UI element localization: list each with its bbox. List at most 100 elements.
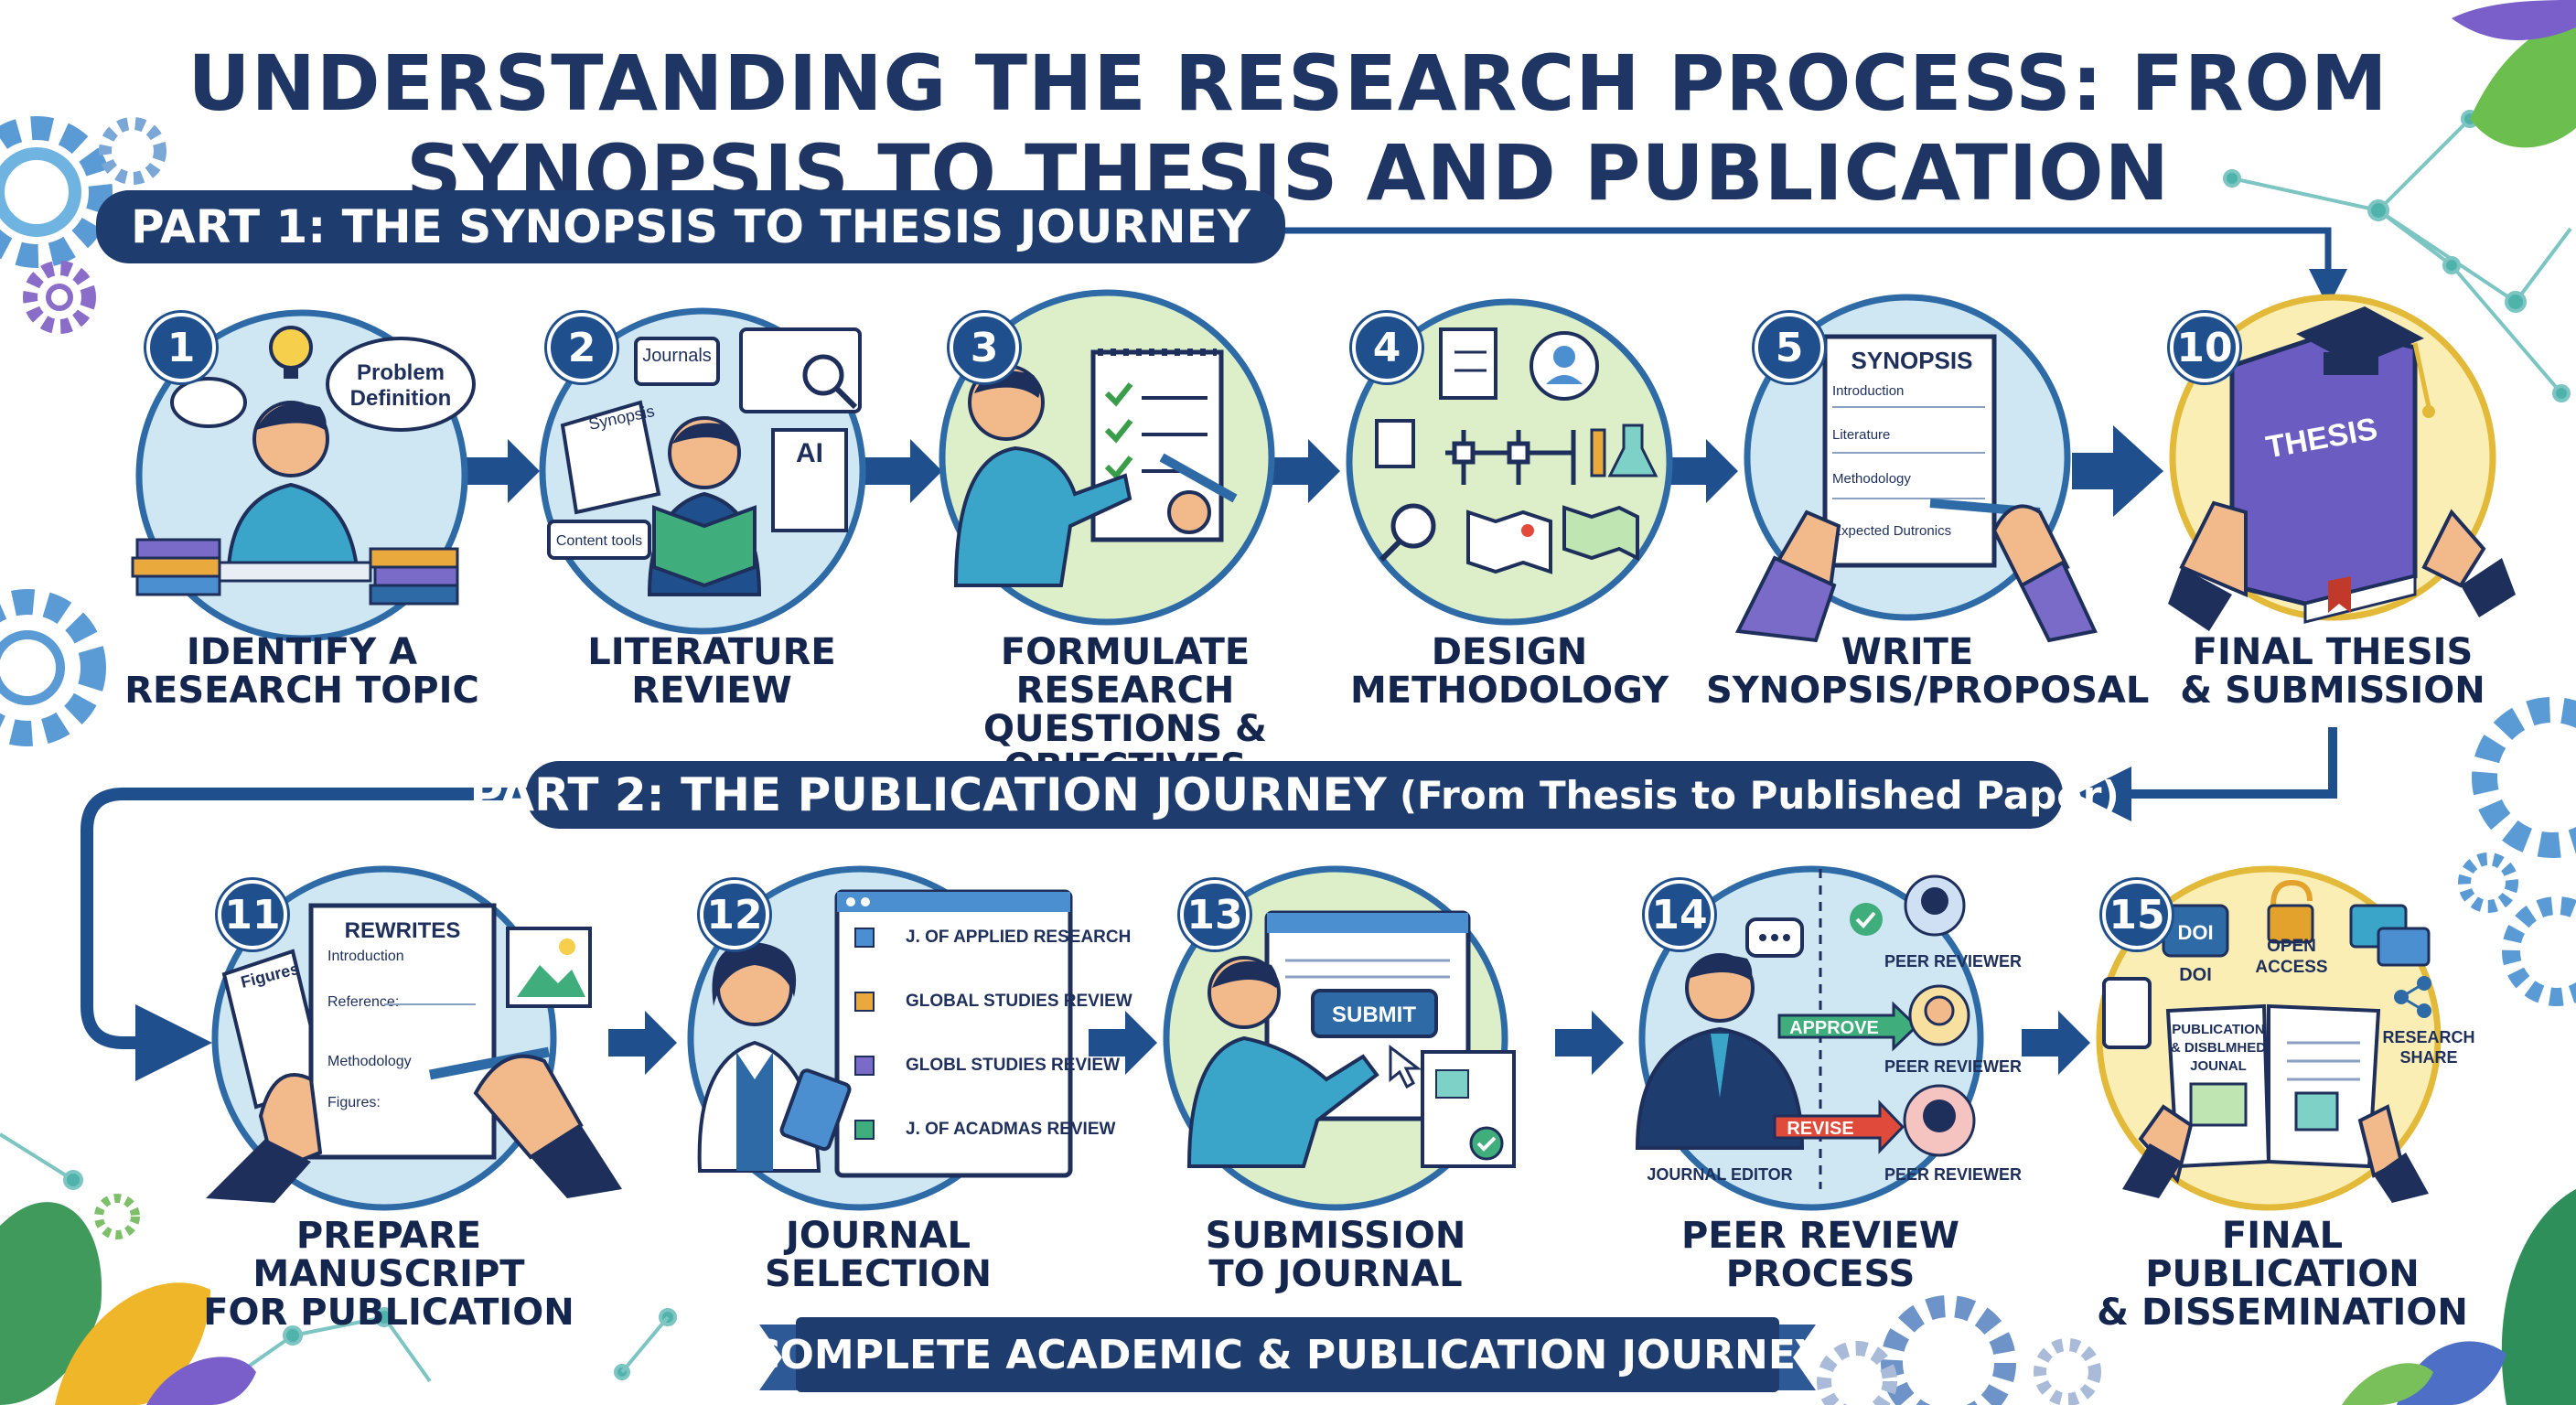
- doc-line: Introduction: [327, 949, 404, 964]
- synopsis-doc-title: SYNOPSIS: [1852, 347, 1973, 374]
- page-title: UNDERSTANDING THE RESEARCH PROCESS: FROM…: [188, 38, 2388, 218]
- arrow-icon: [2072, 425, 2163, 517]
- label-line: FOR PUBLICATION: [203, 1292, 574, 1334]
- step-10-label: FINAL THESIS& SUBMISSION: [2145, 633, 2520, 710]
- step-11-illustration: Figures REWRITES Introduction Reference:…: [206, 865, 622, 1211]
- label-line: RESEARCH TOPIC: [124, 670, 479, 712]
- books-stack-right: [369, 547, 459, 606]
- search-icon: [802, 354, 844, 396]
- open-access-label: OPEN: [2267, 937, 2316, 956]
- label-line: & SUBMISSION: [2180, 670, 2485, 712]
- label-line: PREPARE MANUSCRIPT: [252, 1215, 525, 1295]
- footer-banner: COMPLETE ACADEMIC & PUBLICATION JOURNEY: [750, 1317, 1825, 1392]
- bubble-text-1: Problem: [357, 360, 445, 385]
- part2-sublabel: (From Thesis to Published Paper): [1399, 772, 2120, 818]
- pen-icon: [1159, 453, 1238, 503]
- editor-label: JOURNAL EDITOR: [1647, 1165, 1792, 1184]
- gear-icon: [2472, 697, 2576, 858]
- check-icon: [1850, 903, 1883, 936]
- journal-item: GLOBL STUDIES REVIEW: [906, 1056, 1120, 1075]
- row2-arrows: [608, 1011, 2090, 1075]
- doc-line: Methodology: [327, 1054, 412, 1069]
- step-15-label: FINAL PUBLICATION& DISSEMINATION: [2081, 1217, 2484, 1332]
- step-2-illustration: Journals Synopsis AI Content tools: [539, 307, 866, 635]
- check-icon: [1469, 1126, 1504, 1161]
- journals-tag: Journals: [642, 346, 712, 366]
- content-tools-tag: Content tools: [556, 533, 642, 549]
- gear-icon: [0, 589, 106, 746]
- label-line: REVIEW: [631, 670, 792, 712]
- doc-line: Expected Dutronics: [1832, 523, 1951, 539]
- label-line: FINAL THESIS: [2192, 631, 2474, 673]
- reviewer-avatar: [1924, 995, 1955, 1026]
- step-number-badge: 2: [547, 313, 617, 382]
- book-text: PUBLICATION: [2172, 1022, 2264, 1037]
- step-15-illustration: DOI DOI OPEN ACCESS RESEARCH SHARE PUBLI…: [2096, 865, 2475, 1211]
- research-share-label: RESEARCH: [2382, 1028, 2474, 1046]
- doi-caption: DOI: [2179, 965, 2212, 985]
- label-line: SUBMISSION: [1205, 1215, 1466, 1257]
- part1-label: PART 1: THE SYNOPSIS TO THESIS JOURNEY: [130, 200, 1251, 253]
- book-text: & DISBLMHED: [2171, 1040, 2266, 1056]
- step-number-badge: 12: [700, 880, 769, 949]
- tablet-icon: [2102, 977, 2152, 1049]
- step-number-badge: 4: [1352, 313, 1422, 382]
- journal-item: J. OF ACADMAS REVIEW: [906, 1120, 1115, 1139]
- approve-label: APPROVE: [1789, 1018, 1879, 1038]
- row1-arrows: [462, 425, 2163, 517]
- label-line: WRITE: [1841, 631, 1974, 673]
- step-12-label: JOURNAL SELECTION: [677, 1217, 1079, 1293]
- tablet-icon: [779, 1068, 852, 1152]
- gear-icon: [2458, 853, 2518, 913]
- submit-label: SUBMIT: [1332, 1003, 1416, 1027]
- check-icon: [1104, 382, 1133, 480]
- submit-button-graphic: SUBMIT: [1311, 989, 1438, 1038]
- label-line: DESIGN: [1431, 631, 1588, 673]
- label-line: JOURNAL SELECTION: [765, 1215, 992, 1295]
- flask-icon: [1607, 424, 1658, 477]
- ai-tag: AI: [796, 438, 823, 468]
- arrow-icon: [608, 1011, 677, 1075]
- magnifier-icon: [1390, 503, 1436, 549]
- arrow-icon: [2022, 1011, 2090, 1075]
- label-line: FINAL PUBLICATION: [2145, 1215, 2420, 1295]
- gear-icon: [2034, 1338, 2101, 1405]
- gear-icon: [0, 116, 113, 268]
- books-stack-left: [131, 538, 221, 596]
- share-icon: [2394, 976, 2431, 1018]
- flow-line-left: [80, 788, 531, 1081]
- open-access-label: ACCESS: [2255, 958, 2327, 977]
- step-5-illustration: SYNOPSIS Introduction Literature Methodo…: [1734, 294, 2098, 643]
- cursor-icon: [1389, 1044, 1422, 1089]
- label-line: METHODOLOGY: [1349, 670, 1669, 712]
- doc-line: Figures:: [327, 1095, 381, 1110]
- masked-reviewer-avatar: [1923, 1099, 1956, 1132]
- open-book-icon: [652, 505, 757, 588]
- step-number-badge: 13: [1180, 880, 1250, 949]
- doc-line: Methodology: [1832, 471, 1911, 487]
- doc-line: Reference:: [327, 994, 399, 1010]
- step-10-illustration: THESIS: [2168, 294, 2516, 631]
- step-number-badge: 5: [1755, 313, 1824, 382]
- gear-icon: [1881, 1295, 2016, 1405]
- label-line: TO JOURNAL: [1208, 1253, 1463, 1295]
- step-number-badge: 10: [2170, 313, 2239, 382]
- label-line: FORMULATE RESEARCH: [1000, 631, 1250, 712]
- arrow-icon: [1089, 1011, 1157, 1075]
- thought-bubble: Problem Definition: [326, 337, 476, 432]
- step-14-illustration: APPROVE REVISE PEER REVIEWER PEER REVIEW…: [1635, 865, 2022, 1211]
- step-number-badge: 11: [218, 880, 287, 949]
- revise-label: REVISE: [1787, 1119, 1853, 1139]
- book-text: JOUNAL: [2190, 1058, 2247, 1074]
- label-line: LITERATURE: [587, 631, 836, 673]
- step-12-illustration: J. OF APPLIED RESEARCH GLOBAL STUDIES RE…: [687, 865, 1132, 1211]
- synopsis-document: [1822, 334, 1997, 568]
- label-line: IDENTIFY A: [186, 631, 418, 673]
